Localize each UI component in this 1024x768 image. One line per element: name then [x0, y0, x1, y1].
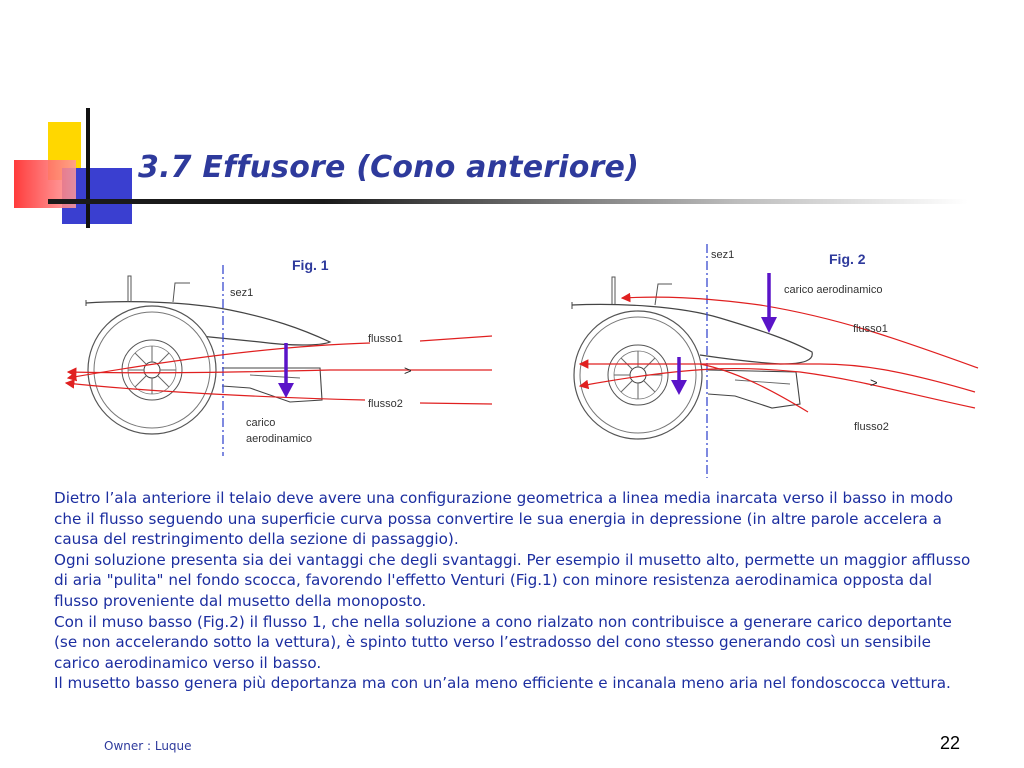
- slide-title: 3.7 Effusore (Cono anteriore): [138, 150, 639, 185]
- body-paragraph: Il musetto basso genera più deportanza m…: [54, 674, 951, 693]
- footer-owner: Owner : Luque: [104, 739, 192, 753]
- fig1-label: Fig. 1: [292, 257, 329, 273]
- body-paragraph: Con il muso basso (Fig.2) il flusso 1, c…: [54, 612, 952, 672]
- fig1-flow2-label: flusso2: [368, 398, 403, 410]
- fig2-section-label: sez1: [711, 249, 734, 261]
- fig2-comparison: >: [870, 375, 878, 390]
- fig1-load-label-1: carico: [246, 417, 275, 429]
- fig2-label: Fig. 2: [829, 251, 866, 267]
- page-number: 22: [940, 733, 961, 753]
- fig1-load-label-2: aerodinamico: [246, 433, 312, 445]
- fig2-flow2-label: flusso2: [854, 421, 889, 433]
- figure-1: Fig. 1 sez1 flusso1 > flusso2 carico aer…: [64, 257, 493, 456]
- fig1-section-label: sez1: [230, 287, 253, 299]
- body-paragraph: Dietro l’ala anteriore il telaio deve av…: [54, 489, 954, 549]
- fig1-flow1-label: flusso1: [368, 333, 403, 345]
- title-underline: [48, 199, 968, 204]
- body-text: Dietro l’ala anteriore il telaio deve av…: [54, 488, 974, 694]
- figure-2: Fig. 2 sez1 carico aerodinamico flusso1 …: [571, 244, 979, 478]
- fig1-comparison: >: [404, 363, 412, 378]
- body-paragraph: Ogni soluzione presenta sia dei vantaggi…: [54, 550, 971, 610]
- fig2-flow1-label: flusso1: [853, 323, 888, 335]
- fig2-load-label: carico aerodinamico: [784, 284, 882, 296]
